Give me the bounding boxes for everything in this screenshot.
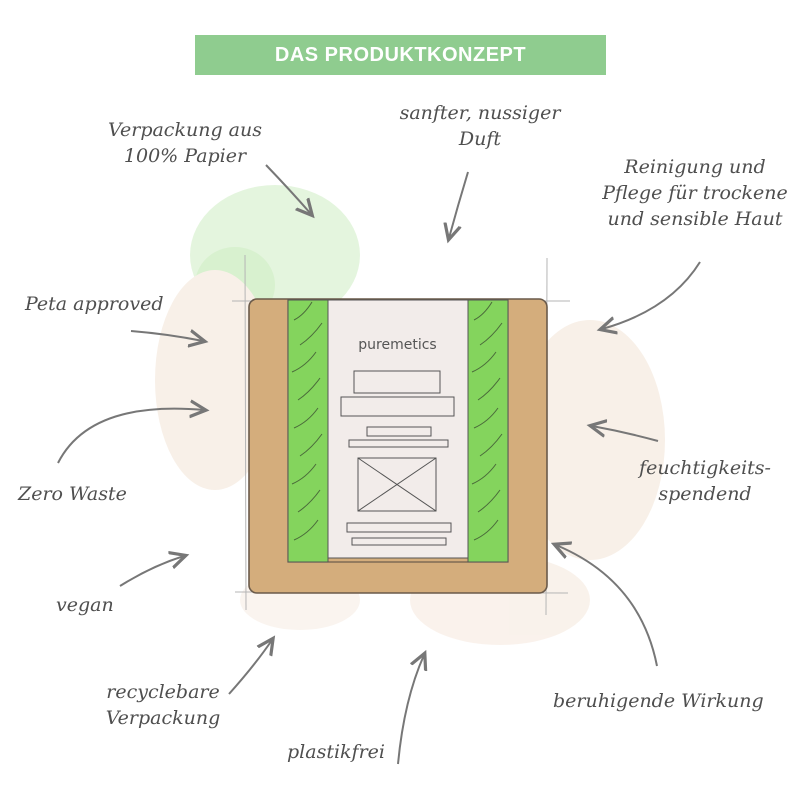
label-plastic-free: plastikfrei [287, 741, 385, 763]
label-moisturizing: feuchtigkeits- spendend [639, 457, 771, 505]
label-soothing: beruhigende Wirkung [553, 690, 764, 712]
arrow-care [602, 261, 701, 329]
title-banner: DAS PRODUKTKONZEPT [195, 35, 606, 75]
arrow-packaging-paper [265, 164, 311, 214]
leaf-pattern [291, 301, 503, 541]
label-peta: Peta approved [25, 293, 164, 315]
arrow-zero-waste [57, 409, 204, 464]
label-recyclable: recyclebare Verpackung [105, 681, 221, 729]
label-vegan: vegan [56, 594, 114, 616]
arrow-soothing [556, 545, 658, 667]
center-label-panel [327, 299, 469, 559]
arrow-peta [130, 331, 203, 341]
label-packaging-paper: Verpackung aus 100% Papier [108, 119, 262, 167]
arrow-vegan [119, 556, 184, 587]
label-zero-waste: Zero Waste [18, 483, 127, 505]
label-scent: sanfter, nussiger Duft [399, 102, 561, 150]
brand-name: puremetics [358, 337, 437, 353]
arrows [57, 164, 701, 765]
arrow-moisturizing [592, 426, 659, 442]
image-placeholder-icon [357, 457, 437, 512]
label-care: Reinigung und Pflege für trockene und se… [602, 156, 788, 230]
arrow-scent [449, 171, 469, 238]
arrow-recyclable [228, 640, 272, 695]
label-text-placeholders [340, 370, 455, 546]
right-leaf-strip [467, 299, 509, 563]
arrow-plastic-free [397, 655, 424, 765]
